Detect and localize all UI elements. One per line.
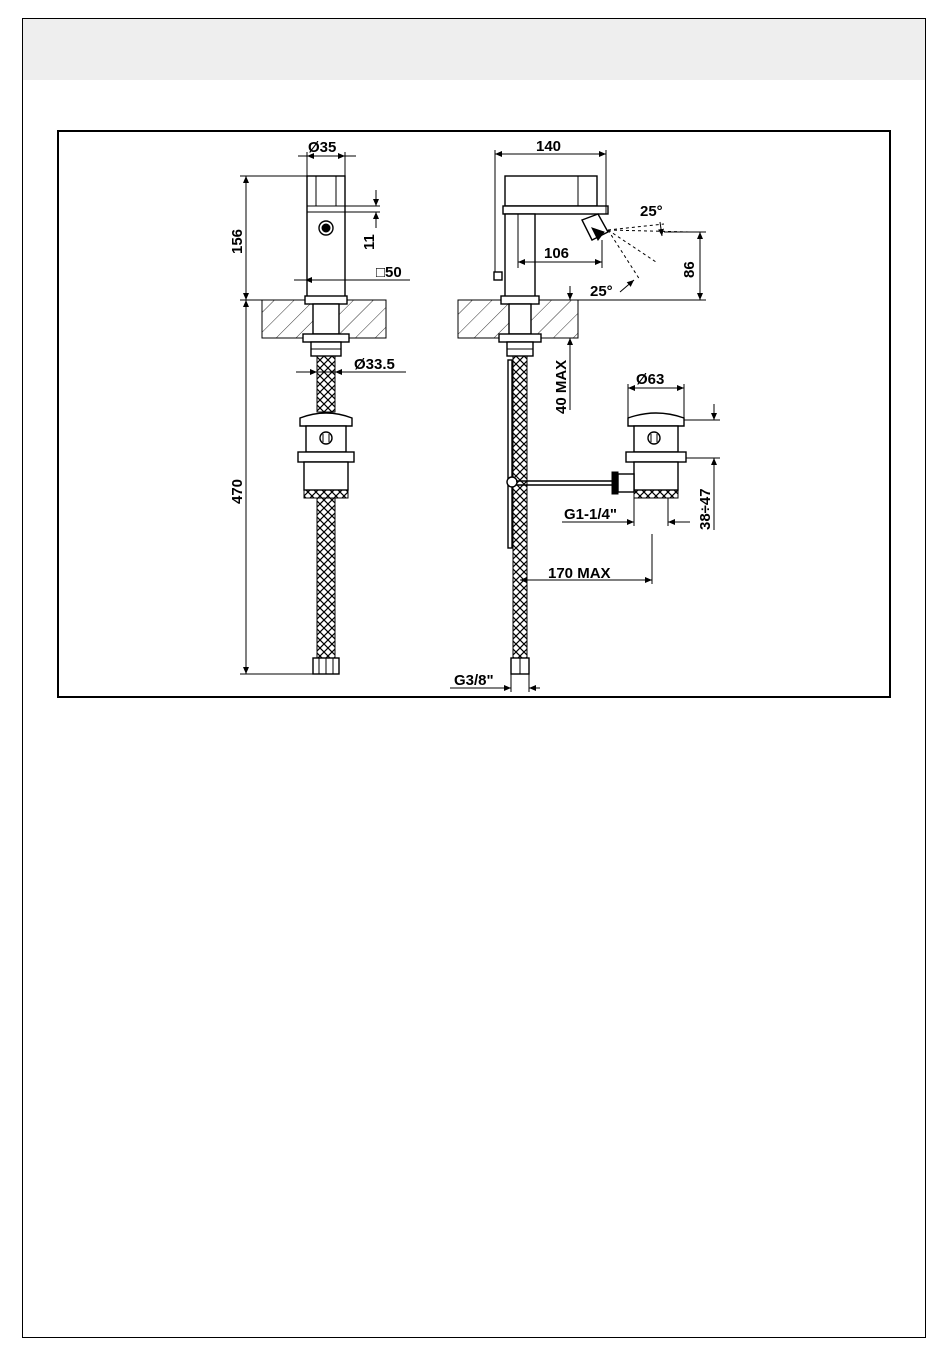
dim-sq50: □50 (376, 264, 402, 281)
dim-h86: 86 (681, 261, 698, 278)
dim-w140: 140 (536, 138, 561, 155)
dim-a25-top: 25° (640, 203, 663, 220)
dim-170-max: 170 MAX (548, 565, 611, 582)
dim-g1-1-4: G1-1/4" (564, 506, 617, 523)
dim-40-max: 40 MAX (553, 360, 570, 414)
dim-w106: 106 (544, 245, 569, 262)
side-view (450, 150, 720, 692)
dim-h156: 156 (229, 229, 246, 254)
dim-g3-8: G3/8" (454, 672, 494, 689)
dim-38-47: 38÷47 (697, 488, 714, 530)
dim-d33-5: Ø33.5 (354, 356, 395, 373)
dim-d35: Ø35 (308, 139, 336, 156)
dim-h11: 11 (361, 234, 378, 250)
dim-d63: Ø63 (636, 371, 664, 388)
dim-h470: 470 (229, 479, 246, 504)
dim-a25-bottom: 25° (590, 283, 613, 300)
side-tap-head (505, 176, 597, 206)
front-view (240, 152, 410, 674)
